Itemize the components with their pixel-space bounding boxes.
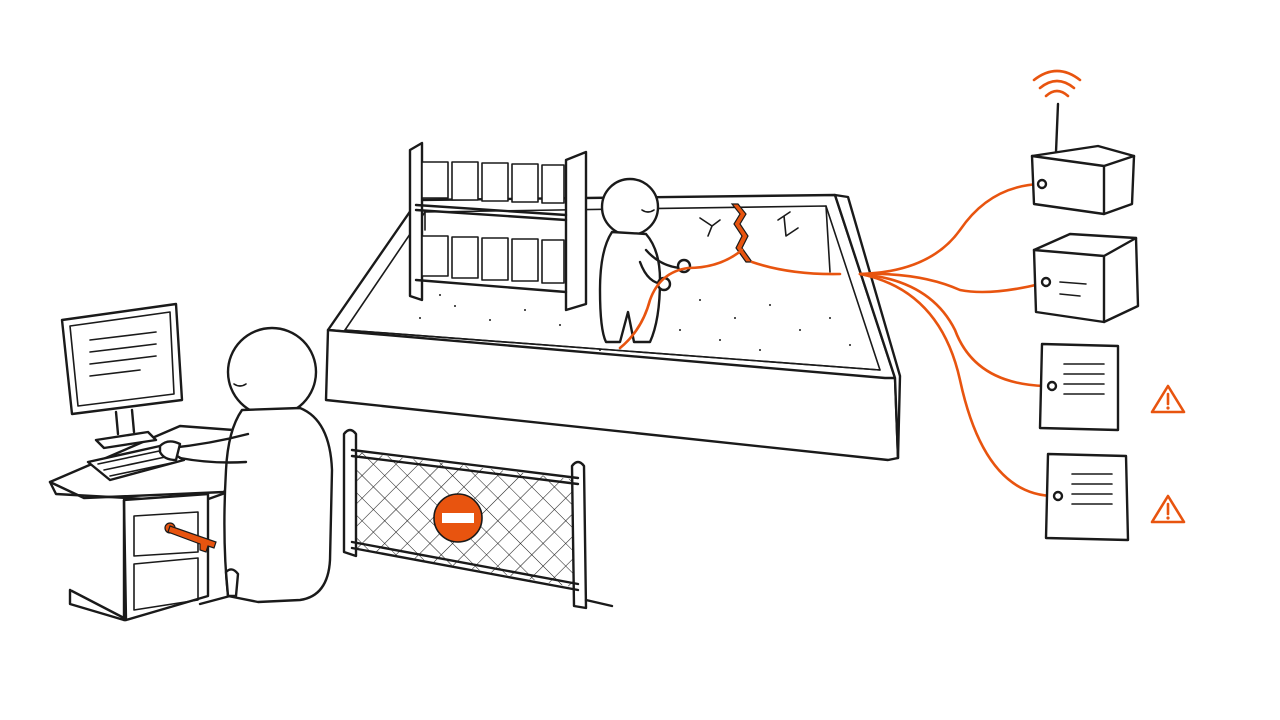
document-icon: [1038, 342, 1120, 432]
workstation-figure: [158, 326, 334, 604]
warning-icon: [1150, 494, 1186, 524]
key-icon: [164, 522, 217, 553]
monitor-icon: [60, 302, 184, 450]
wifi-icon: [1032, 69, 1082, 98]
warning-icon: [1150, 384, 1186, 414]
keyboard-icon: [86, 444, 186, 482]
wires: [618, 182, 1057, 498]
sand-texture: [419, 294, 851, 351]
router-device: [1030, 69, 1136, 216]
fence: [342, 428, 614, 610]
no-entry-icon: [433, 493, 483, 543]
crack-icon: [699, 203, 799, 263]
router-icon: [1030, 102, 1136, 216]
device-box-icon: [1032, 232, 1140, 324]
shelf-icon: [408, 141, 588, 312]
document-icon: [1044, 452, 1130, 542]
